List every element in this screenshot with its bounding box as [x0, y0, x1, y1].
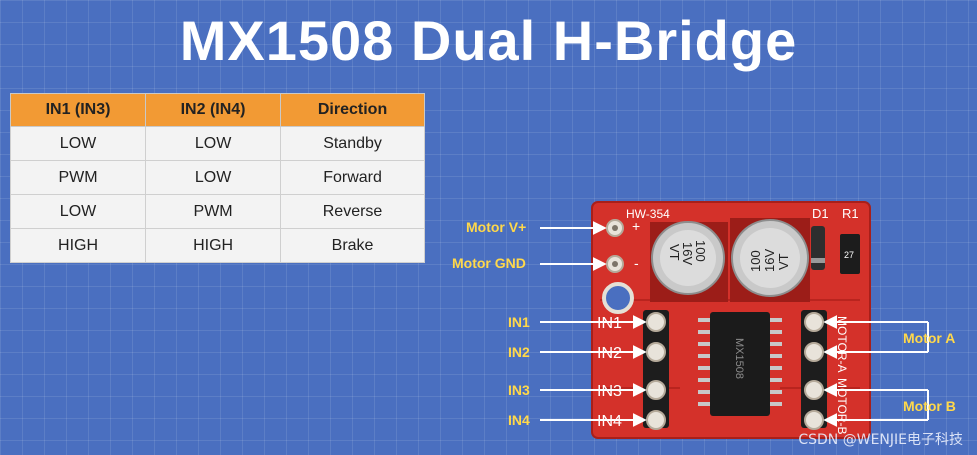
truth-table: IN1 (IN3) IN2 (IN4) Direction LOW LOW St… — [9, 93, 425, 263]
label-motor-b: Motor B — [903, 398, 956, 414]
silk-motor-a: MOTOR-A — [835, 316, 849, 372]
pin-in1 — [646, 312, 666, 332]
label-motor-vplus: Motor V+ — [466, 219, 527, 235]
cap2-series: VT — [776, 253, 791, 270]
cap1-voltage: 16V — [680, 242, 695, 265]
label-in2: IN2 — [508, 344, 530, 360]
table-cell: LOW — [9, 126, 147, 161]
table-row: HIGH HIGH Brake — [9, 228, 425, 263]
cap2-value: 100 — [748, 250, 763, 272]
table-cell: HIGH — [145, 228, 282, 263]
chip-mx1508: MX1508 — [698, 312, 782, 416]
motor-header — [801, 310, 827, 430]
diode-band — [811, 258, 825, 263]
mounting-hole — [602, 282, 634, 314]
connection-arrows — [540, 221, 929, 427]
table-header-row: IN1 (IN3) IN2 (IN4) Direction — [9, 93, 425, 127]
pin-in4 — [646, 410, 666, 430]
table-cell: Brake — [280, 228, 425, 263]
silk-motor-b: MOTOR-B — [835, 378, 849, 434]
header-direction: Direction — [280, 93, 425, 127]
table-row: PWM LOW Forward — [9, 160, 425, 195]
pin-in2 — [646, 342, 666, 362]
cap1-series: VT — [667, 244, 682, 261]
motor-header-body — [801, 310, 827, 428]
header-in2-in4: IN2 (IN4) — [145, 93, 282, 127]
chip-pins — [698, 318, 782, 406]
table-cell: LOW — [145, 126, 282, 161]
silk-in2: IN2 — [597, 345, 622, 362]
table-cell: LOW — [9, 194, 147, 229]
input-header-body — [643, 310, 669, 428]
board-plus-mark: + — [632, 218, 640, 234]
watermark: CSDN @WENJIE电子科技 — [798, 432, 963, 448]
cap1-value: 100 — [693, 240, 708, 262]
silk-in3: IN3 — [597, 383, 622, 400]
label-motor-gnd: Motor GND — [452, 255, 526, 271]
input-header — [643, 310, 669, 430]
header-in1-in3: IN1 (IN3) — [9, 93, 147, 127]
page-title: MX1508 Dual H-Bridge — [179, 9, 798, 72]
pin-in3 — [646, 380, 666, 400]
pin-motor-b2 — [804, 410, 824, 430]
board-d1-label: D1 — [812, 206, 829, 221]
label-in4: IN4 — [508, 412, 530, 428]
capacitor-1-top — [660, 230, 716, 286]
table-cell: PWM — [145, 194, 282, 229]
label-in1: IN1 — [508, 314, 530, 330]
cap2-voltage: 16V — [762, 249, 777, 272]
chip-label: MX1508 — [733, 338, 745, 379]
table-row: LOW PWM Reverse — [9, 194, 425, 229]
table-cell: PWM — [9, 160, 147, 195]
table-cell: LOW — [145, 160, 282, 195]
board-minus-mark: - — [634, 255, 639, 271]
silk-in1: IN1 — [597, 315, 622, 332]
label-motor-a: Motor A — [903, 330, 956, 346]
pin-motor-b1 — [804, 380, 824, 400]
pin-motor-a1 — [804, 312, 824, 332]
pad-hole — [612, 261, 618, 267]
diode-d1 — [811, 226, 825, 270]
pad-hole — [612, 225, 618, 231]
table-cell: Forward — [280, 160, 425, 195]
label-in3: IN3 — [508, 382, 530, 398]
resistor-r1 — [840, 234, 860, 274]
capacitor-2-top — [740, 228, 800, 288]
silk-in4: IN4 — [597, 413, 622, 430]
pin-motor-a2 — [804, 342, 824, 362]
resistor-code: 27 — [844, 250, 854, 260]
table-row: LOW LOW Standby — [9, 126, 425, 161]
board-model-label: HW-354 — [626, 207, 670, 221]
board-r1-label: R1 — [842, 206, 859, 221]
chip-body — [710, 312, 770, 416]
